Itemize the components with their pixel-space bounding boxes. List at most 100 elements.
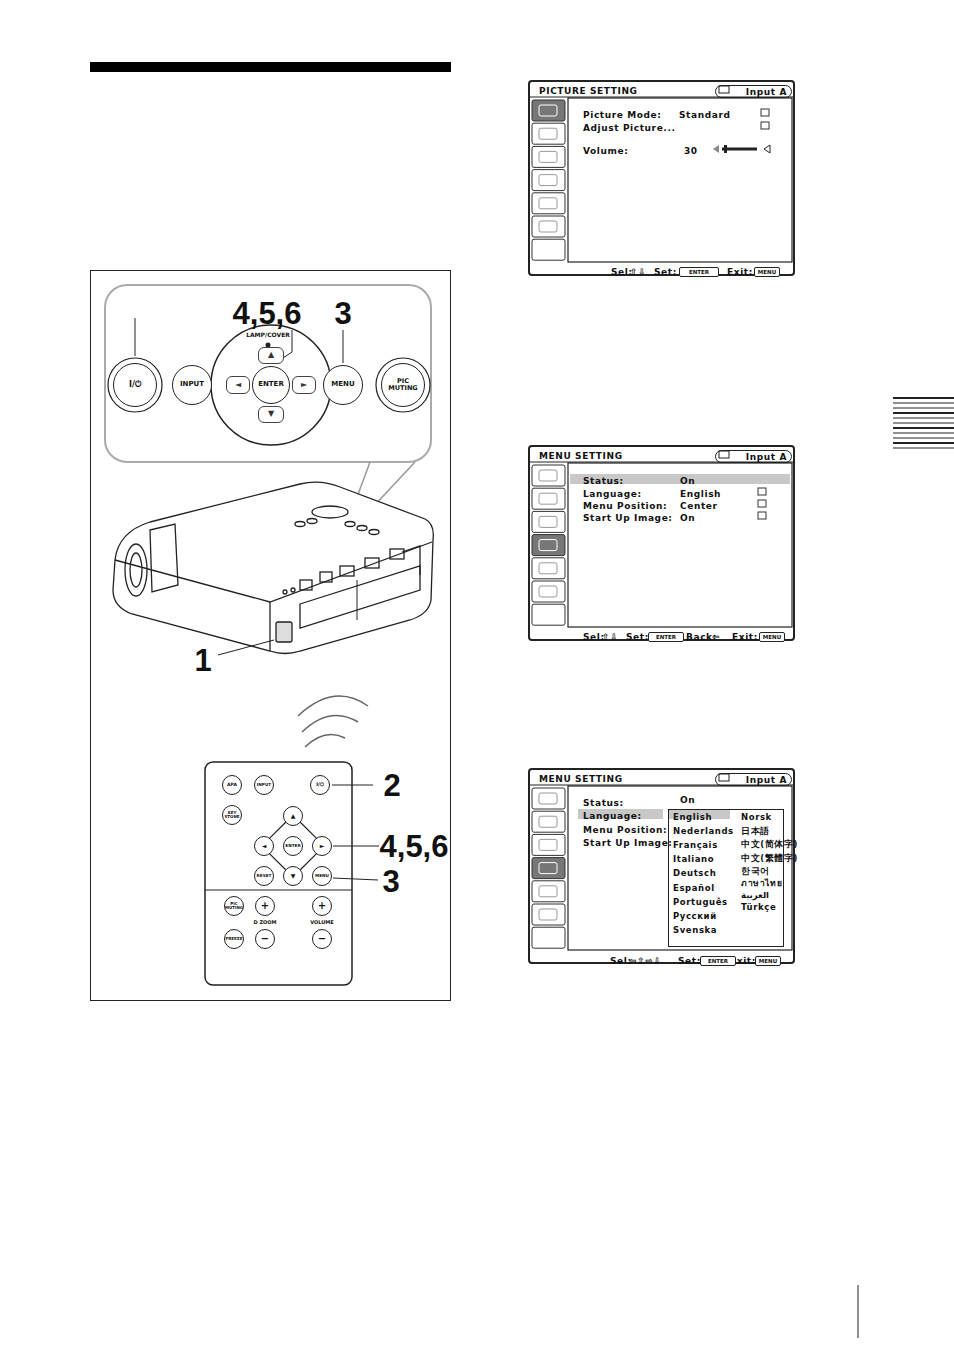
callout-number: 3	[382, 866, 399, 897]
menu-text: العربية	[741, 889, 769, 901]
key-icon: MENU	[759, 632, 785, 642]
callout-number: 4,5,6	[233, 298, 302, 329]
input-icon	[719, 86, 729, 93]
menu-icon	[532, 788, 565, 809]
leader-line	[333, 846, 379, 847]
callout-number: 4,5,6	[380, 831, 449, 862]
screen-ground	[528, 445, 795, 641]
menu-text: MENU SETTING	[539, 773, 623, 785]
arrow-key: ◄	[226, 376, 250, 394]
part-label: LAMP/COVER	[245, 332, 291, 338]
ir-waves	[298, 696, 368, 747]
menu-text: On	[680, 794, 695, 806]
menu-icon	[539, 563, 557, 574]
tab-stripe	[893, 427, 954, 429]
button-label: I/⏻	[129, 381, 141, 389]
leader-line	[357, 580, 358, 620]
part-label: VOLUME	[309, 920, 335, 925]
screen-ground	[528, 80, 795, 276]
heading-bar	[90, 62, 451, 72]
menu-text: Volume:	[583, 145, 628, 157]
menu-text: Svenska	[673, 924, 717, 936]
menu-icon	[539, 793, 557, 804]
menu-text: Español	[673, 882, 715, 894]
menu-icon	[532, 811, 565, 832]
arrow-key: ►	[292, 376, 316, 394]
remote-minus: −	[312, 929, 332, 949]
screen-details	[528, 80, 795, 964]
content-panel	[568, 786, 792, 950]
button-label: ▼	[291, 873, 296, 879]
menu-text: English	[680, 488, 721, 500]
setting-icon	[758, 512, 766, 519]
input-icon	[719, 451, 729, 458]
remote-arrow: ◄	[254, 836, 274, 856]
button-ring	[108, 358, 162, 412]
setting-icon	[758, 488, 766, 495]
key-icon: ENTER	[700, 956, 736, 966]
menu-text: Italiano	[673, 853, 714, 865]
menu-icon	[539, 105, 557, 116]
setting-icon	[761, 122, 769, 129]
tab-stripe	[893, 412, 954, 414]
menu-icon	[532, 927, 565, 948]
menu-icon	[532, 170, 565, 191]
menu-text: Status:	[583, 797, 624, 809]
button-label: PIC MUTING	[225, 902, 243, 910]
button-label: MENU	[331, 381, 354, 388]
key-icon: MENU	[755, 956, 781, 966]
menu-text: Set:	[654, 266, 677, 278]
menu-icon	[539, 493, 557, 504]
enter-button: ENTER	[252, 366, 290, 404]
key-icon: MENU	[754, 267, 780, 277]
menu-icon	[532, 465, 565, 486]
menu-icon	[532, 858, 565, 879]
menu-text: Menu Position:	[583, 500, 667, 512]
button-label: ENTER	[708, 958, 728, 964]
menu-icon	[539, 586, 557, 597]
menu-text: ⇧⇩	[602, 631, 618, 643]
arrow-key: ▼	[258, 406, 284, 423]
input-indicator: Input A	[715, 773, 792, 786]
remote-plus: +	[255, 896, 275, 916]
menu-text: 中文(简体字)	[741, 838, 798, 850]
remote-menu: MENU	[312, 866, 332, 886]
button-label: KEY STONE	[223, 811, 241, 819]
input-indicator: Input A	[715, 450, 792, 463]
button-label: RESET	[257, 874, 272, 878]
button-label: MENU	[758, 269, 776, 275]
remote-arrow: ►	[312, 836, 332, 856]
power-button: I/⏻	[113, 363, 157, 407]
projector	[113, 482, 433, 653]
menu-screen: PICTURE SETTINGPicture Mode:StandardAdju…	[528, 80, 795, 276]
menu-text: Start Up Image:	[583, 837, 673, 849]
menu-text: Language:	[583, 810, 642, 822]
volume-slider	[713, 145, 770, 153]
button-label: ENTER	[689, 269, 709, 275]
button-label: MENU	[763, 634, 781, 640]
menu-screen: MENU SETTINGStatus:OnLanguage:Menu Posit…	[528, 768, 795, 964]
menu-text: English	[673, 811, 712, 823]
menu-icon	[532, 834, 565, 855]
figure-frame	[91, 271, 451, 1001]
input-button: INPUT	[172, 365, 212, 405]
button-label: −	[261, 934, 269, 945]
menu-text: Adjust Picture...	[583, 122, 675, 134]
menu-icon	[532, 604, 565, 625]
button-label: I/⏻	[316, 782, 324, 787]
menu-button: MENU	[323, 365, 363, 405]
menu-icon	[532, 881, 565, 902]
tab-stripe	[893, 397, 954, 399]
menu-icon	[539, 221, 557, 232]
tab-stripe	[893, 448, 954, 449]
menu-text: Português	[673, 896, 728, 908]
setting-icon	[761, 109, 769, 116]
menu-icon	[532, 100, 565, 121]
menu-text: Exit:	[727, 266, 753, 278]
remote-arrow: ▲	[283, 806, 303, 826]
menu-text: 한국어	[741, 865, 770, 877]
menu-text: Deutsch	[673, 867, 716, 879]
remote-button: PIC MUTING	[224, 896, 244, 916]
menu-text: Picture Mode:	[583, 109, 662, 121]
